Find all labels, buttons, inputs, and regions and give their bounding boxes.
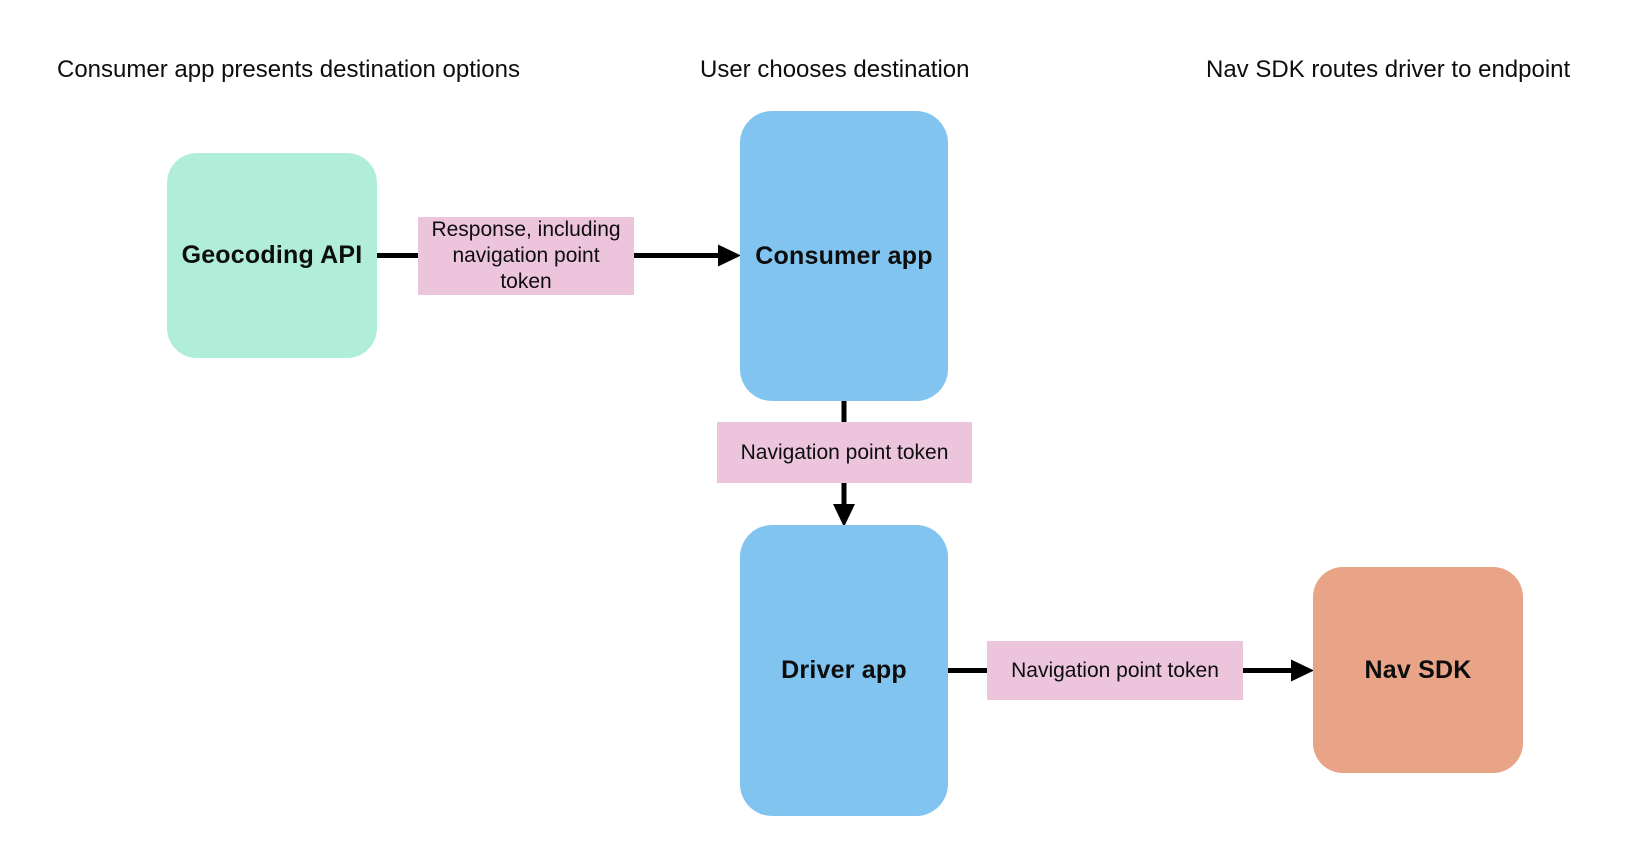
node-consumer-app: Consumer app bbox=[740, 111, 948, 401]
node-nav-sdk-label: Nav SDK bbox=[1364, 655, 1472, 684]
edge-label-navigation-point-token-1: Navigation point token bbox=[717, 422, 972, 483]
node-consumer-app-label: Consumer app bbox=[755, 241, 933, 270]
node-geocoding-api-label: Geocoding API bbox=[181, 241, 363, 269]
edge-label-navigation-point-token-2: Navigation point token bbox=[987, 641, 1243, 700]
arrowhead-into-driver-app bbox=[833, 504, 855, 527]
node-geocoding-api: Geocoding API bbox=[167, 153, 377, 358]
arrowhead-into-nav-sdk bbox=[1291, 659, 1314, 682]
lane-header-nav-sdk-routes: Nav SDK routes driver to endpoint bbox=[1206, 56, 1571, 83]
lane-header-consumer-presents: Consumer app presents destination option… bbox=[57, 56, 520, 83]
arrowhead-into-consumer-app bbox=[718, 244, 741, 267]
node-driver-app-label: Driver app bbox=[781, 656, 907, 684]
node-driver-app: Driver app bbox=[740, 525, 948, 816]
node-nav-sdk: Nav SDK bbox=[1313, 567, 1523, 773]
lane-header-user-chooses: User chooses destination bbox=[700, 56, 970, 83]
edge-label-response-including-token: Response, including navigation point tok… bbox=[418, 217, 634, 295]
